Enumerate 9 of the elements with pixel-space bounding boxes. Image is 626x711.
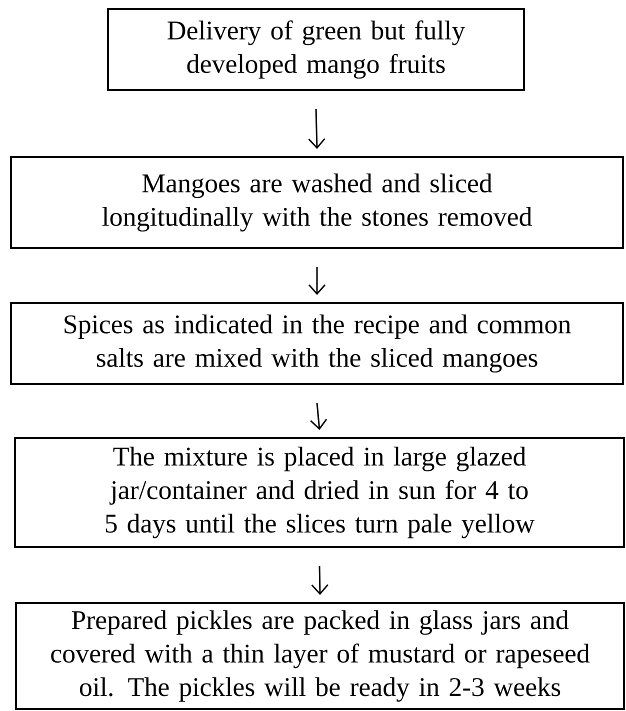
process-box: Mangoes are washed and sliced longitudinally with the stones removed [10, 156, 624, 249]
arrow [311, 566, 328, 595]
process-box: The mixture is placed in large glazed jar/container and dried in sun for 4 to 5 days until the slices turn pale yellow [14, 437, 625, 548]
process-box: Prepared pickles are packed in glass jars and covered with a thin layer of mustard or rapeseed oil. The pickles will be ready in 2-3 weeks [15, 602, 625, 710]
process-box: Delivery of green but fully developed mango fruits [107, 8, 525, 91]
process-box: Spices as indicated in the recipe and common salts are mixed with the sliced mangoes [10, 302, 624, 385]
arrow [310, 402, 328, 430]
arrow [308, 108, 326, 149]
arrow [308, 267, 326, 295]
